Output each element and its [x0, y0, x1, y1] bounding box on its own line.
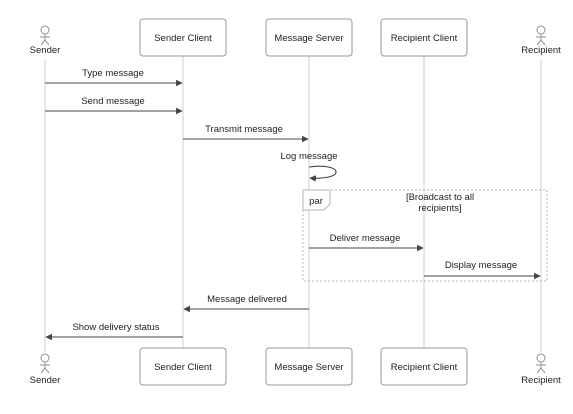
sender-label-top: Sender	[30, 45, 61, 56]
recipient-client-label-bottom: Recipient Client	[391, 362, 458, 373]
message-transmit-message: Transmit message	[183, 124, 309, 143]
recipient-actor-top: Recipient	[521, 25, 561, 56]
message-server-label-bottom: Message Server	[274, 362, 343, 373]
recipient-actor-bottom: Recipient	[521, 353, 561, 386]
par-guard-line2: recipients]	[418, 203, 461, 214]
show-delivery-status-label: Show delivery status	[72, 322, 159, 333]
recipient-label-bottom: Recipient	[521, 375, 561, 386]
sender-client-label-bottom: Sender Client	[154, 362, 212, 373]
recipient-client-label-top: Recipient Client	[391, 33, 458, 44]
par-frame-tab	[302, 189, 331, 211]
message-deliver-message: Deliver message	[309, 233, 424, 252]
message-delivered-label: Message delivered	[207, 294, 287, 305]
display-message-label: Display message	[445, 260, 517, 271]
message-send-message: Send message	[45, 96, 183, 115]
recipient-client-box-top: Recipient Client	[380, 18, 468, 57]
recipient-client-box-bottom: Recipient Client	[380, 347, 468, 386]
sender-label-bottom: Sender	[30, 375, 61, 386]
send-message-label: Send message	[81, 96, 144, 107]
message-server-box-bottom: Message Server	[265, 347, 353, 386]
transmit-message-label: Transmit message	[205, 124, 283, 135]
type-message-label: Type message	[82, 68, 144, 79]
message-display-message: Display message	[424, 260, 541, 280]
message-message-delivered: Message delivered	[183, 294, 309, 313]
recipient-label-top: Recipient	[521, 45, 561, 56]
sender-actor-top: Sender	[30, 25, 61, 56]
par-label: par	[309, 196, 323, 207]
message-server-box-top: Message Server	[265, 18, 353, 57]
sender-client-box-bottom: Sender Client	[139, 347, 227, 386]
par-guard-line1: [Broadcast to all	[406, 192, 474, 203]
par-frame: par [Broadcast to all recipients]	[302, 189, 548, 282]
sender-client-box-top: Sender Client	[139, 18, 227, 57]
message-show-delivery-status: Show delivery status	[45, 322, 183, 341]
sender-actor-bottom: Sender	[30, 353, 61, 386]
message-server-label-top: Message Server	[274, 33, 343, 44]
log-message-label: Log message	[280, 151, 337, 162]
deliver-message-label: Deliver message	[330, 233, 401, 244]
sender-client-label-top: Sender Client	[154, 33, 212, 44]
message-type-message: Type message	[45, 68, 183, 87]
message-log-message: Log message	[280, 151, 338, 182]
